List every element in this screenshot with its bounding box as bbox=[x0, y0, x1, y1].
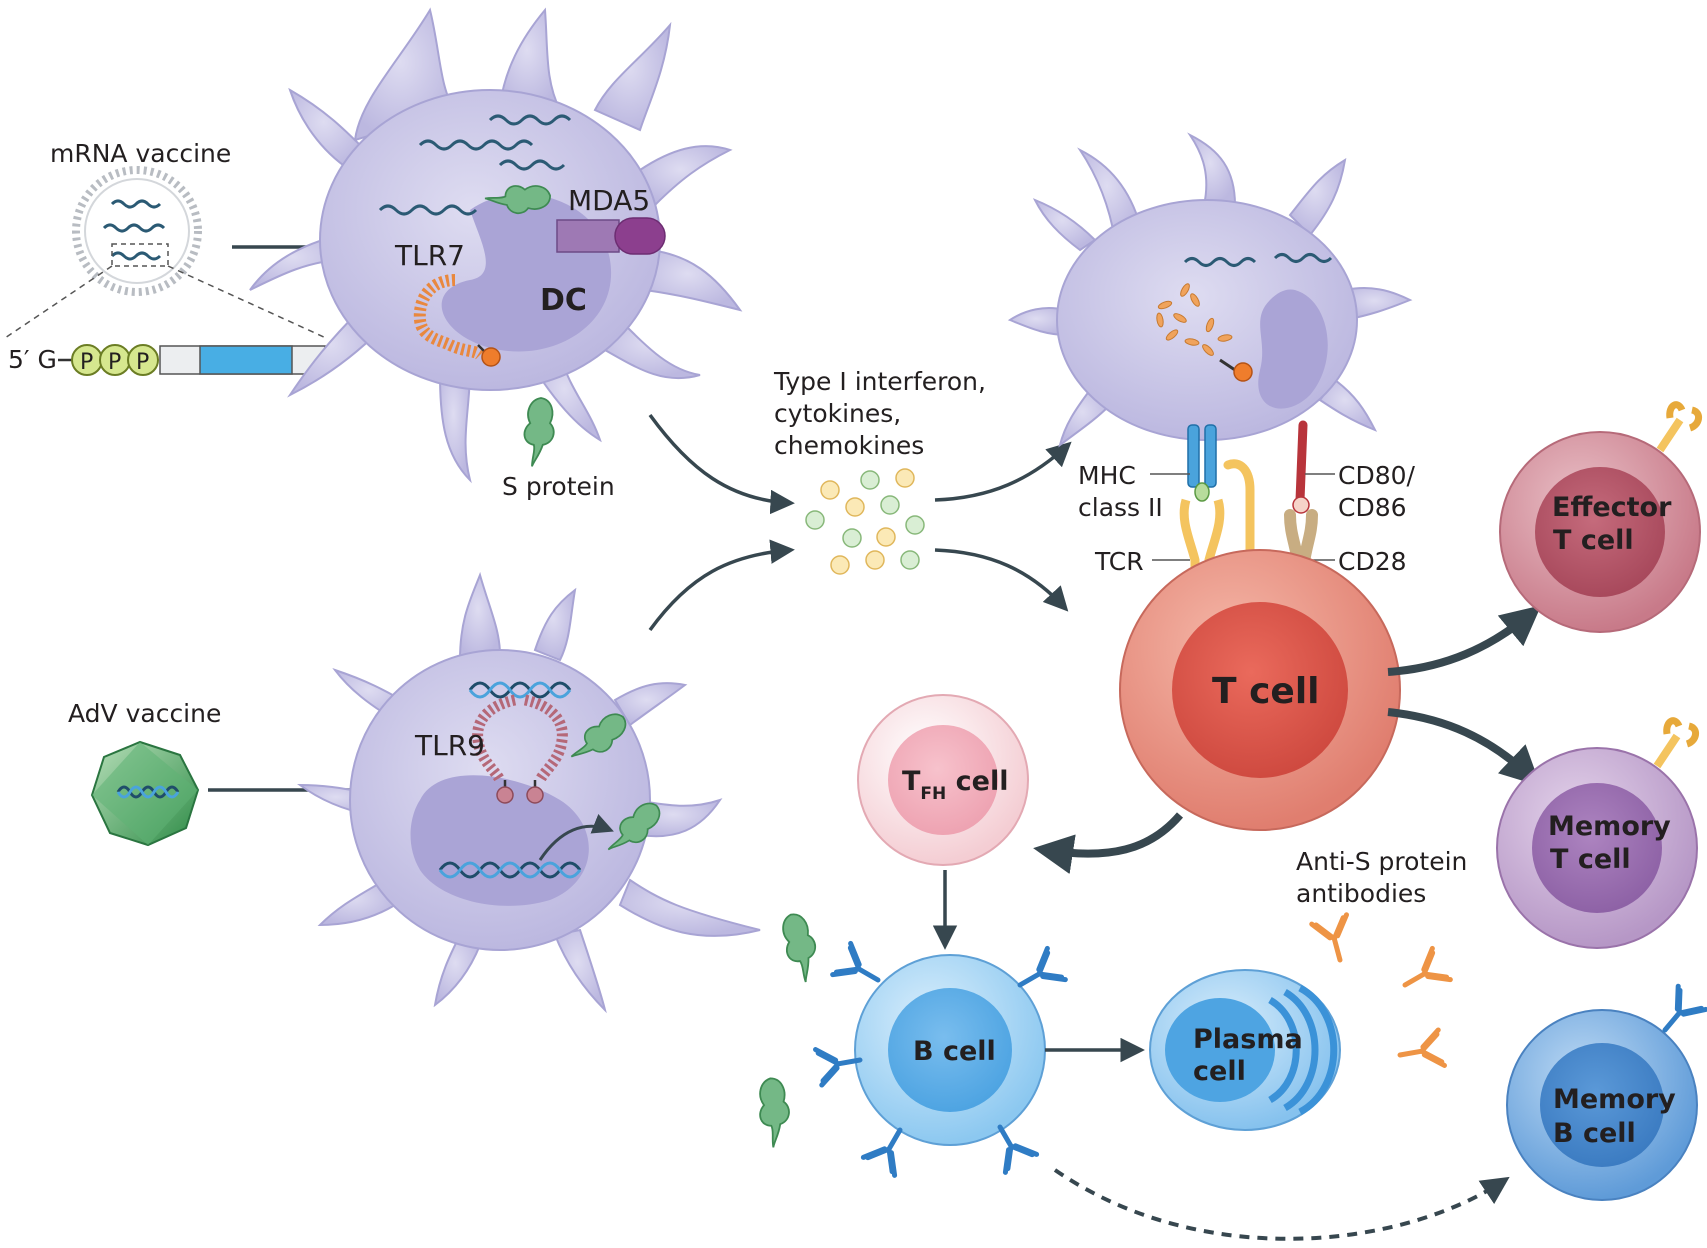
memory-b-label-line2: B cell bbox=[1553, 1118, 1636, 1149]
arrow-cytokines-to-t-cell bbox=[934, 548, 1069, 612]
type1-interferon-label-line1: Type I interferon, bbox=[773, 367, 986, 396]
tcr-label: TCR bbox=[1094, 547, 1144, 576]
t-cell: T cell bbox=[1119, 549, 1401, 831]
t-cell-label: T cell bbox=[1212, 671, 1320, 712]
plasma-cell: Plasma cell bbox=[1149, 969, 1341, 1131]
b-cell: B cell bbox=[816, 943, 1066, 1175]
antibody-orange-icon-3 bbox=[1397, 1030, 1445, 1073]
antibody-orange-icon-1 bbox=[1312, 915, 1358, 965]
mrna-lipid-nanoparticle bbox=[72, 166, 202, 296]
mda5-label: MDA5 bbox=[568, 184, 650, 217]
anti-s-antibodies-label-line1: Anti-S protein bbox=[1296, 847, 1467, 876]
memory-t-tcr-icon bbox=[1653, 717, 1699, 769]
five-prime-label: 5′ G bbox=[8, 345, 57, 374]
arrow-translation bbox=[538, 814, 614, 861]
cd4-coreceptor-icon bbox=[1223, 459, 1255, 595]
effector-label-line1: Effector bbox=[1552, 492, 1672, 523]
adv-dna-icon bbox=[438, 681, 582, 879]
antibody-orange-icon-2 bbox=[1396, 948, 1450, 1000]
arrow-t-to-effector bbox=[1387, 605, 1542, 676]
type1-interferon-label-line3: chemokines bbox=[774, 431, 924, 460]
plasma-label-line2: cell bbox=[1193, 1056, 1246, 1087]
peptide-fragments bbox=[1156, 283, 1233, 356]
arrow-adv-dc-to-cytokines bbox=[648, 539, 795, 632]
mrna-strands-apc bbox=[1183, 253, 1333, 267]
memory-t-cell: Memory T cell bbox=[1496, 717, 1699, 949]
tlr7-label: TLR7 bbox=[394, 239, 465, 272]
s-protein-free-icon-2 bbox=[753, 1075, 796, 1150]
b-cell-label: B cell bbox=[913, 1036, 996, 1067]
type1-interferon-label-line2: cytokines, bbox=[774, 399, 901, 428]
plasma-label-line1: Plasma bbox=[1193, 1024, 1303, 1055]
cytokine-particles bbox=[805, 468, 925, 575]
arrow-dc-to-cytokines bbox=[648, 413, 795, 515]
memory-t-label-line1: Memory bbox=[1548, 811, 1671, 842]
adv-capsid-icon bbox=[90, 740, 200, 847]
arrow-b-to-memory-b-dashed bbox=[1053, 1168, 1510, 1241]
effector-tcr-icon bbox=[1656, 401, 1702, 453]
memory-b-label-line1: Memory bbox=[1553, 1084, 1676, 1115]
cd80-label-line2: CD86 bbox=[1338, 493, 1407, 522]
s-protein-surface-icon bbox=[523, 397, 555, 468]
arrow-t-to-tfh bbox=[1033, 812, 1184, 875]
mhc-label-line1: MHC bbox=[1078, 461, 1136, 490]
cd80-label-line1: CD80/ bbox=[1338, 461, 1416, 490]
cd80-cd86-icon bbox=[1292, 420, 1310, 514]
phosphate-1: P bbox=[80, 350, 93, 375]
antigen-presenting-cell bbox=[1007, 132, 1413, 448]
phosphate-3: P bbox=[136, 350, 149, 375]
anti-s-antibodies-label-line2: antibodies bbox=[1296, 879, 1426, 908]
dendritic-cell-top: DC MDA5 TLR7 bbox=[249, 7, 743, 484]
mrna-strands-dc bbox=[378, 114, 572, 216]
memory-b-cell: Memory B cell bbox=[1506, 986, 1706, 1201]
tlr9-receptor-icon bbox=[472, 694, 568, 804]
effector-label-line2: T cell bbox=[1553, 525, 1634, 556]
tfh-label: TFH cell bbox=[902, 766, 1009, 804]
mhc-class-ii-icon bbox=[1187, 424, 1217, 502]
mrna-zoom-lines bbox=[4, 265, 327, 339]
mrna-structure: 5′ G P P P bbox=[8, 344, 326, 376]
apc-nucleus bbox=[1258, 289, 1328, 409]
memory-t-label-line2: T cell bbox=[1550, 844, 1631, 875]
adv-vaccine-label: AdV vaccine bbox=[68, 699, 221, 728]
tlr9-label: TLR9 bbox=[414, 729, 485, 762]
arrow-cytokines-to-apc bbox=[934, 441, 1072, 502]
s-protein-free-icon-1 bbox=[774, 909, 828, 986]
dendritic-cell-bottom: TLR9 bbox=[296, 571, 761, 1014]
arrow-t-to-memory-t bbox=[1387, 708, 1541, 787]
effector-t-cell: Effector T cell bbox=[1499, 401, 1702, 633]
tlr7-receptor-icon bbox=[413, 274, 501, 367]
phosphate-2: P bbox=[108, 350, 121, 375]
mhc-label-line2: class II bbox=[1078, 493, 1163, 522]
cd28-label: CD28 bbox=[1338, 547, 1407, 576]
s-protein-label: S protein bbox=[502, 472, 615, 501]
tfh-cell: TFH cell bbox=[857, 694, 1029, 866]
mrna-vaccine-label: mRNA vaccine bbox=[50, 139, 231, 168]
dc-label: DC bbox=[540, 283, 587, 318]
mda5-receptor-icon bbox=[556, 217, 666, 255]
